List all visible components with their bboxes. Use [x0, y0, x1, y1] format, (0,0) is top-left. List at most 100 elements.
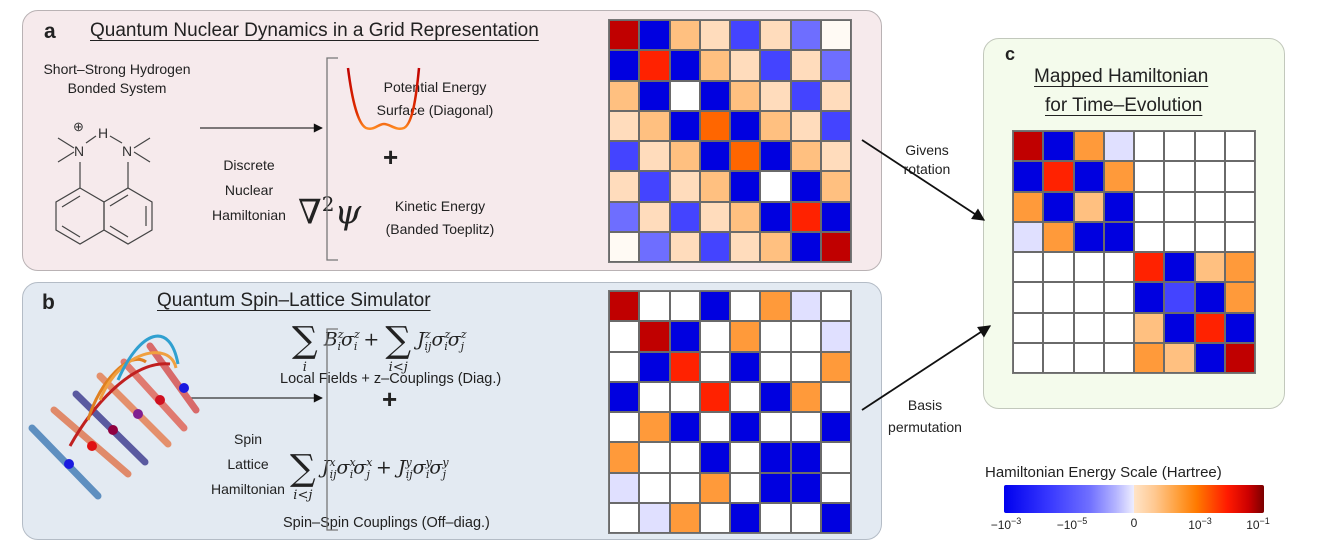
- sum-index: i: [302, 360, 307, 375]
- matrix-cell: [639, 201, 670, 232]
- arrow-label-b-line2: Lattice: [227, 456, 269, 472]
- sum-index: i<j: [293, 488, 313, 503]
- basis-label-line1: Basis: [907, 397, 943, 413]
- matrix-cell: [639, 291, 670, 322]
- matrix-cell: [760, 351, 791, 382]
- tick-base: 0: [1130, 516, 1138, 530]
- matrix-cell: [1043, 282, 1074, 313]
- matrix-cell: [609, 291, 640, 322]
- matrix-cell: [1043, 131, 1074, 162]
- matrix-cell: [760, 110, 791, 141]
- kinetic-label-line1: Kinetic Energy: [394, 198, 486, 214]
- matrix-cell: [760, 80, 791, 111]
- matrix-cell: [699, 412, 730, 443]
- matrix-cell: [1194, 131, 1225, 162]
- matrix-cell: [820, 80, 851, 111]
- tick-base: 10: [1246, 518, 1260, 532]
- matrix-cell: [639, 80, 670, 111]
- pes-label: Potential Energy Surface (Diagonal): [365, 78, 505, 120]
- matrix-cell: [790, 502, 821, 533]
- discrete-hamiltonian-label: Discrete Nuclear Hamiltonian: [206, 156, 292, 225]
- matrix-cell: [699, 231, 730, 262]
- matrix-grid-hamiltonian: [608, 19, 852, 263]
- matrix-cell: [609, 231, 640, 262]
- matrix-cell: [699, 502, 730, 533]
- local-fields-equation: ∑i Bziσzi + ∑i<j Jzijσziσzj: [292, 320, 467, 375]
- matrix-cell: [609, 80, 640, 111]
- matrix-cell: [609, 321, 640, 352]
- matrix-cell: [1194, 282, 1225, 313]
- arrow-label-b-line3: Hamiltonian: [211, 481, 285, 497]
- matrix-cell: [820, 442, 851, 473]
- matrix-cell: [1224, 342, 1255, 373]
- matrix-cell: [1103, 131, 1134, 162]
- matrix-cell: [699, 50, 730, 81]
- matrix-cell: [790, 291, 821, 322]
- matrix-cell: [609, 141, 640, 172]
- matrix-cell: [699, 20, 730, 51]
- matrix-cell: [669, 291, 700, 322]
- matrix-cell: [1043, 312, 1074, 343]
- matrix-cell: [1224, 161, 1255, 192]
- matrix-cell: [760, 201, 791, 232]
- matrix-cell: [1134, 221, 1165, 252]
- matrix-cell: [1013, 191, 1044, 222]
- matrix-cell: [699, 171, 730, 202]
- laplacian-psi: ∇2ψ: [298, 192, 361, 232]
- matrix-cell: [790, 110, 821, 141]
- matrix-cell: [1134, 252, 1165, 283]
- matrix-cell: [699, 321, 730, 352]
- matrix-cell: [1224, 282, 1255, 313]
- matrix-cell: [1194, 342, 1225, 373]
- panel-c-title-line2: for Time–Evolution: [1045, 95, 1203, 116]
- matrix-cell: [1013, 252, 1044, 283]
- matrix-cell: [820, 321, 851, 352]
- matrix-cell: [1224, 191, 1255, 222]
- tick-base: −10: [990, 518, 1012, 532]
- arrow-label-line2: Nuclear: [224, 182, 274, 198]
- matrix-cell: [730, 141, 761, 172]
- pes-label-line2: Surface (Diagonal): [376, 102, 494, 118]
- panel-c-title-line1: Mapped Hamiltonian: [1034, 66, 1209, 87]
- matrix-cell: [790, 472, 821, 503]
- panel-a-title: Quantum Nuclear Dynamics in a Grid Repre…: [90, 20, 539, 41]
- matrix-cell: [1073, 131, 1104, 162]
- colorbar-tick: −10−5: [1057, 516, 1088, 532]
- arrow-label-line3: Hamiltonian: [212, 207, 286, 223]
- sum-symbol: ∑i: [292, 320, 318, 375]
- matrix-cell: [730, 201, 761, 232]
- matrix-cell: [760, 381, 791, 412]
- system-label-line2: Bonded System: [67, 80, 167, 96]
- matrix-mapped-hamiltonian: [1012, 130, 1256, 374]
- panel-a-letter: a: [44, 20, 56, 43]
- matrix-cell: [639, 171, 670, 202]
- matrix-cell: [669, 141, 700, 172]
- matrix-cell: [1194, 252, 1225, 283]
- tick-exp: −3: [1011, 516, 1022, 526]
- matrix-cell: [609, 502, 640, 533]
- matrix-cell: [790, 351, 821, 382]
- matrix-cell: [760, 291, 791, 322]
- matrix-cell: [1013, 131, 1044, 162]
- pes-label-line1: Potential Energy: [383, 79, 487, 95]
- matrix-cell: [639, 472, 670, 503]
- matrix-cell: [699, 80, 730, 111]
- matrix-cell: [790, 171, 821, 202]
- matrix-cell: [1103, 312, 1134, 343]
- plus-sign-b: +: [382, 384, 398, 414]
- matrix-cell: [1013, 282, 1044, 313]
- matrix-cell: [699, 442, 730, 473]
- matrix-cell: [669, 381, 700, 412]
- matrix-cell: [760, 50, 791, 81]
- matrix-cell: [790, 381, 821, 412]
- matrix-cell: [1164, 161, 1195, 192]
- matrix-cell: [639, 381, 670, 412]
- matrix-cell: [1164, 252, 1195, 283]
- matrix-cell: [1224, 312, 1255, 343]
- matrix-cell: [1134, 131, 1165, 162]
- matrix-cell: [609, 412, 640, 443]
- matrix-cell: [639, 231, 670, 262]
- givens-label-line1: Givens: [905, 142, 949, 158]
- matrix-cell: [730, 381, 761, 412]
- matrix-cell: [669, 351, 700, 382]
